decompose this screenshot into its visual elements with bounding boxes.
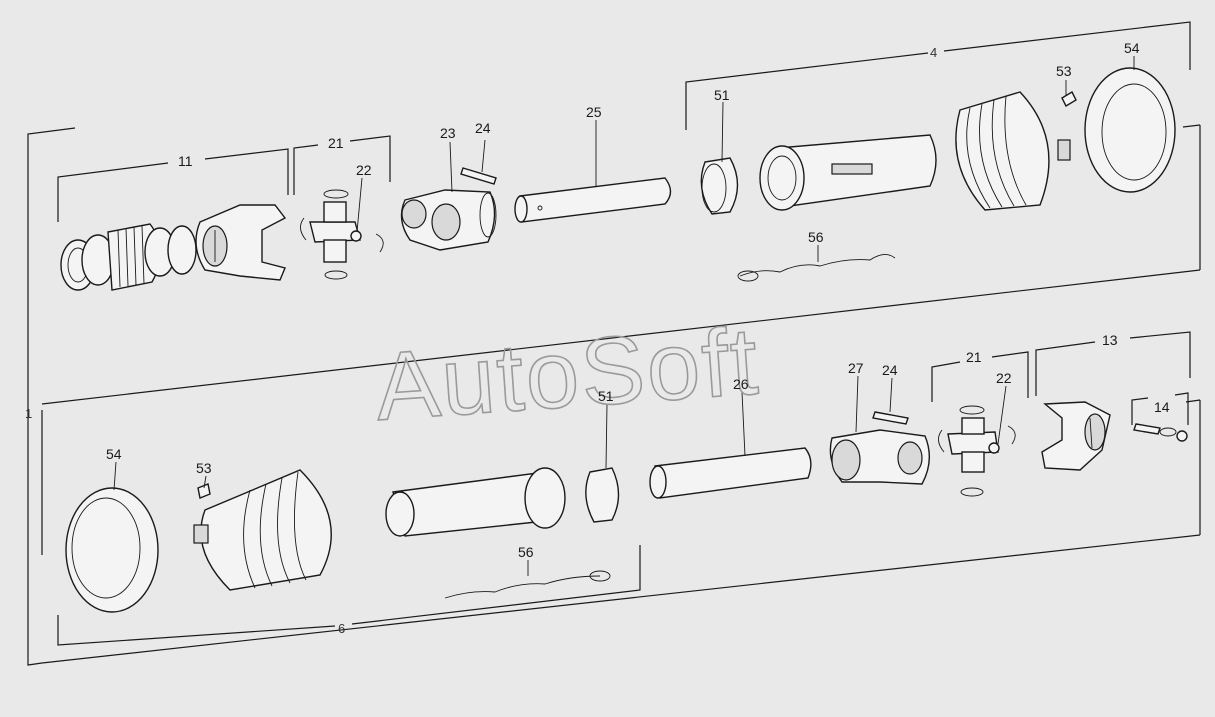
callout-25: 25: [586, 104, 602, 120]
callout-24-top: 24: [475, 120, 491, 136]
shield-cone-top: [955, 91, 1071, 211]
callout-23: 23: [440, 125, 456, 141]
part-14-bolt-kit: [1133, 423, 1188, 442]
callout-22-top: 22: [356, 162, 372, 178]
callout-26: 26: [733, 376, 749, 392]
callout-56-bottom: 56: [518, 544, 534, 560]
callout-14: 14: [1154, 399, 1170, 415]
part-56-chain-bottom: [444, 570, 611, 599]
callout-22-bottom: 22: [996, 370, 1012, 386]
callout-56-top: 56: [808, 229, 824, 245]
callout-24-bottom: 24: [882, 362, 898, 378]
part-24-pin-bottom: [872, 411, 909, 425]
callout-53-top: 53: [1056, 63, 1072, 79]
callout-51-top: 51: [714, 87, 730, 103]
watermark-text: AutoSoft: [372, 307, 763, 441]
part-53-screw-top: [1061, 91, 1077, 107]
part-51-bearing-bottom: [585, 467, 620, 523]
shield-cone-bottom: [193, 469, 332, 591]
callout-11: 11: [178, 153, 193, 169]
part-25-inner-tube: [514, 177, 672, 223]
part-24-pin-top: [460, 167, 497, 185]
callout-54-bottom: 54: [106, 446, 122, 462]
group-label-lower: 6: [338, 621, 345, 636]
callout-21-bottom: 21: [966, 349, 982, 365]
part-13-yoke: [1041, 401, 1111, 471]
part-51-bearing-top: [700, 157, 739, 215]
outer-tube-top: [759, 134, 937, 211]
callout-53-bottom: 53: [196, 460, 212, 476]
part-21-cross-kit-top: [300, 189, 384, 280]
part-54-bearing-ring-bottom: [65, 487, 159, 613]
group-label-overall: 1: [25, 406, 32, 421]
callout-21-top: 21: [328, 135, 344, 151]
callout-13: 13: [1102, 332, 1118, 348]
part-21-cross-kit-bottom: [938, 405, 1016, 497]
part-27-yoke: [829, 429, 930, 485]
top-group-brackets: [57, 135, 1191, 425]
part-11-rings-and-yoke: [60, 204, 287, 291]
callout-51-bottom: 51: [598, 388, 614, 404]
part-26-inner-tube: [649, 447, 812, 499]
frame-lines: [27, 21, 1201, 666]
part-23-yoke: [400, 189, 497, 251]
part-54-bearing-ring-top: [1084, 67, 1176, 193]
group-label-upper: 4: [930, 45, 937, 60]
outer-tube-bottom: [385, 467, 566, 537]
callout-54-top: 54: [1124, 40, 1140, 56]
callout-27: 27: [848, 360, 864, 376]
leader-lines: [113, 56, 1135, 576]
part-56-chain-top: [737, 254, 896, 282]
